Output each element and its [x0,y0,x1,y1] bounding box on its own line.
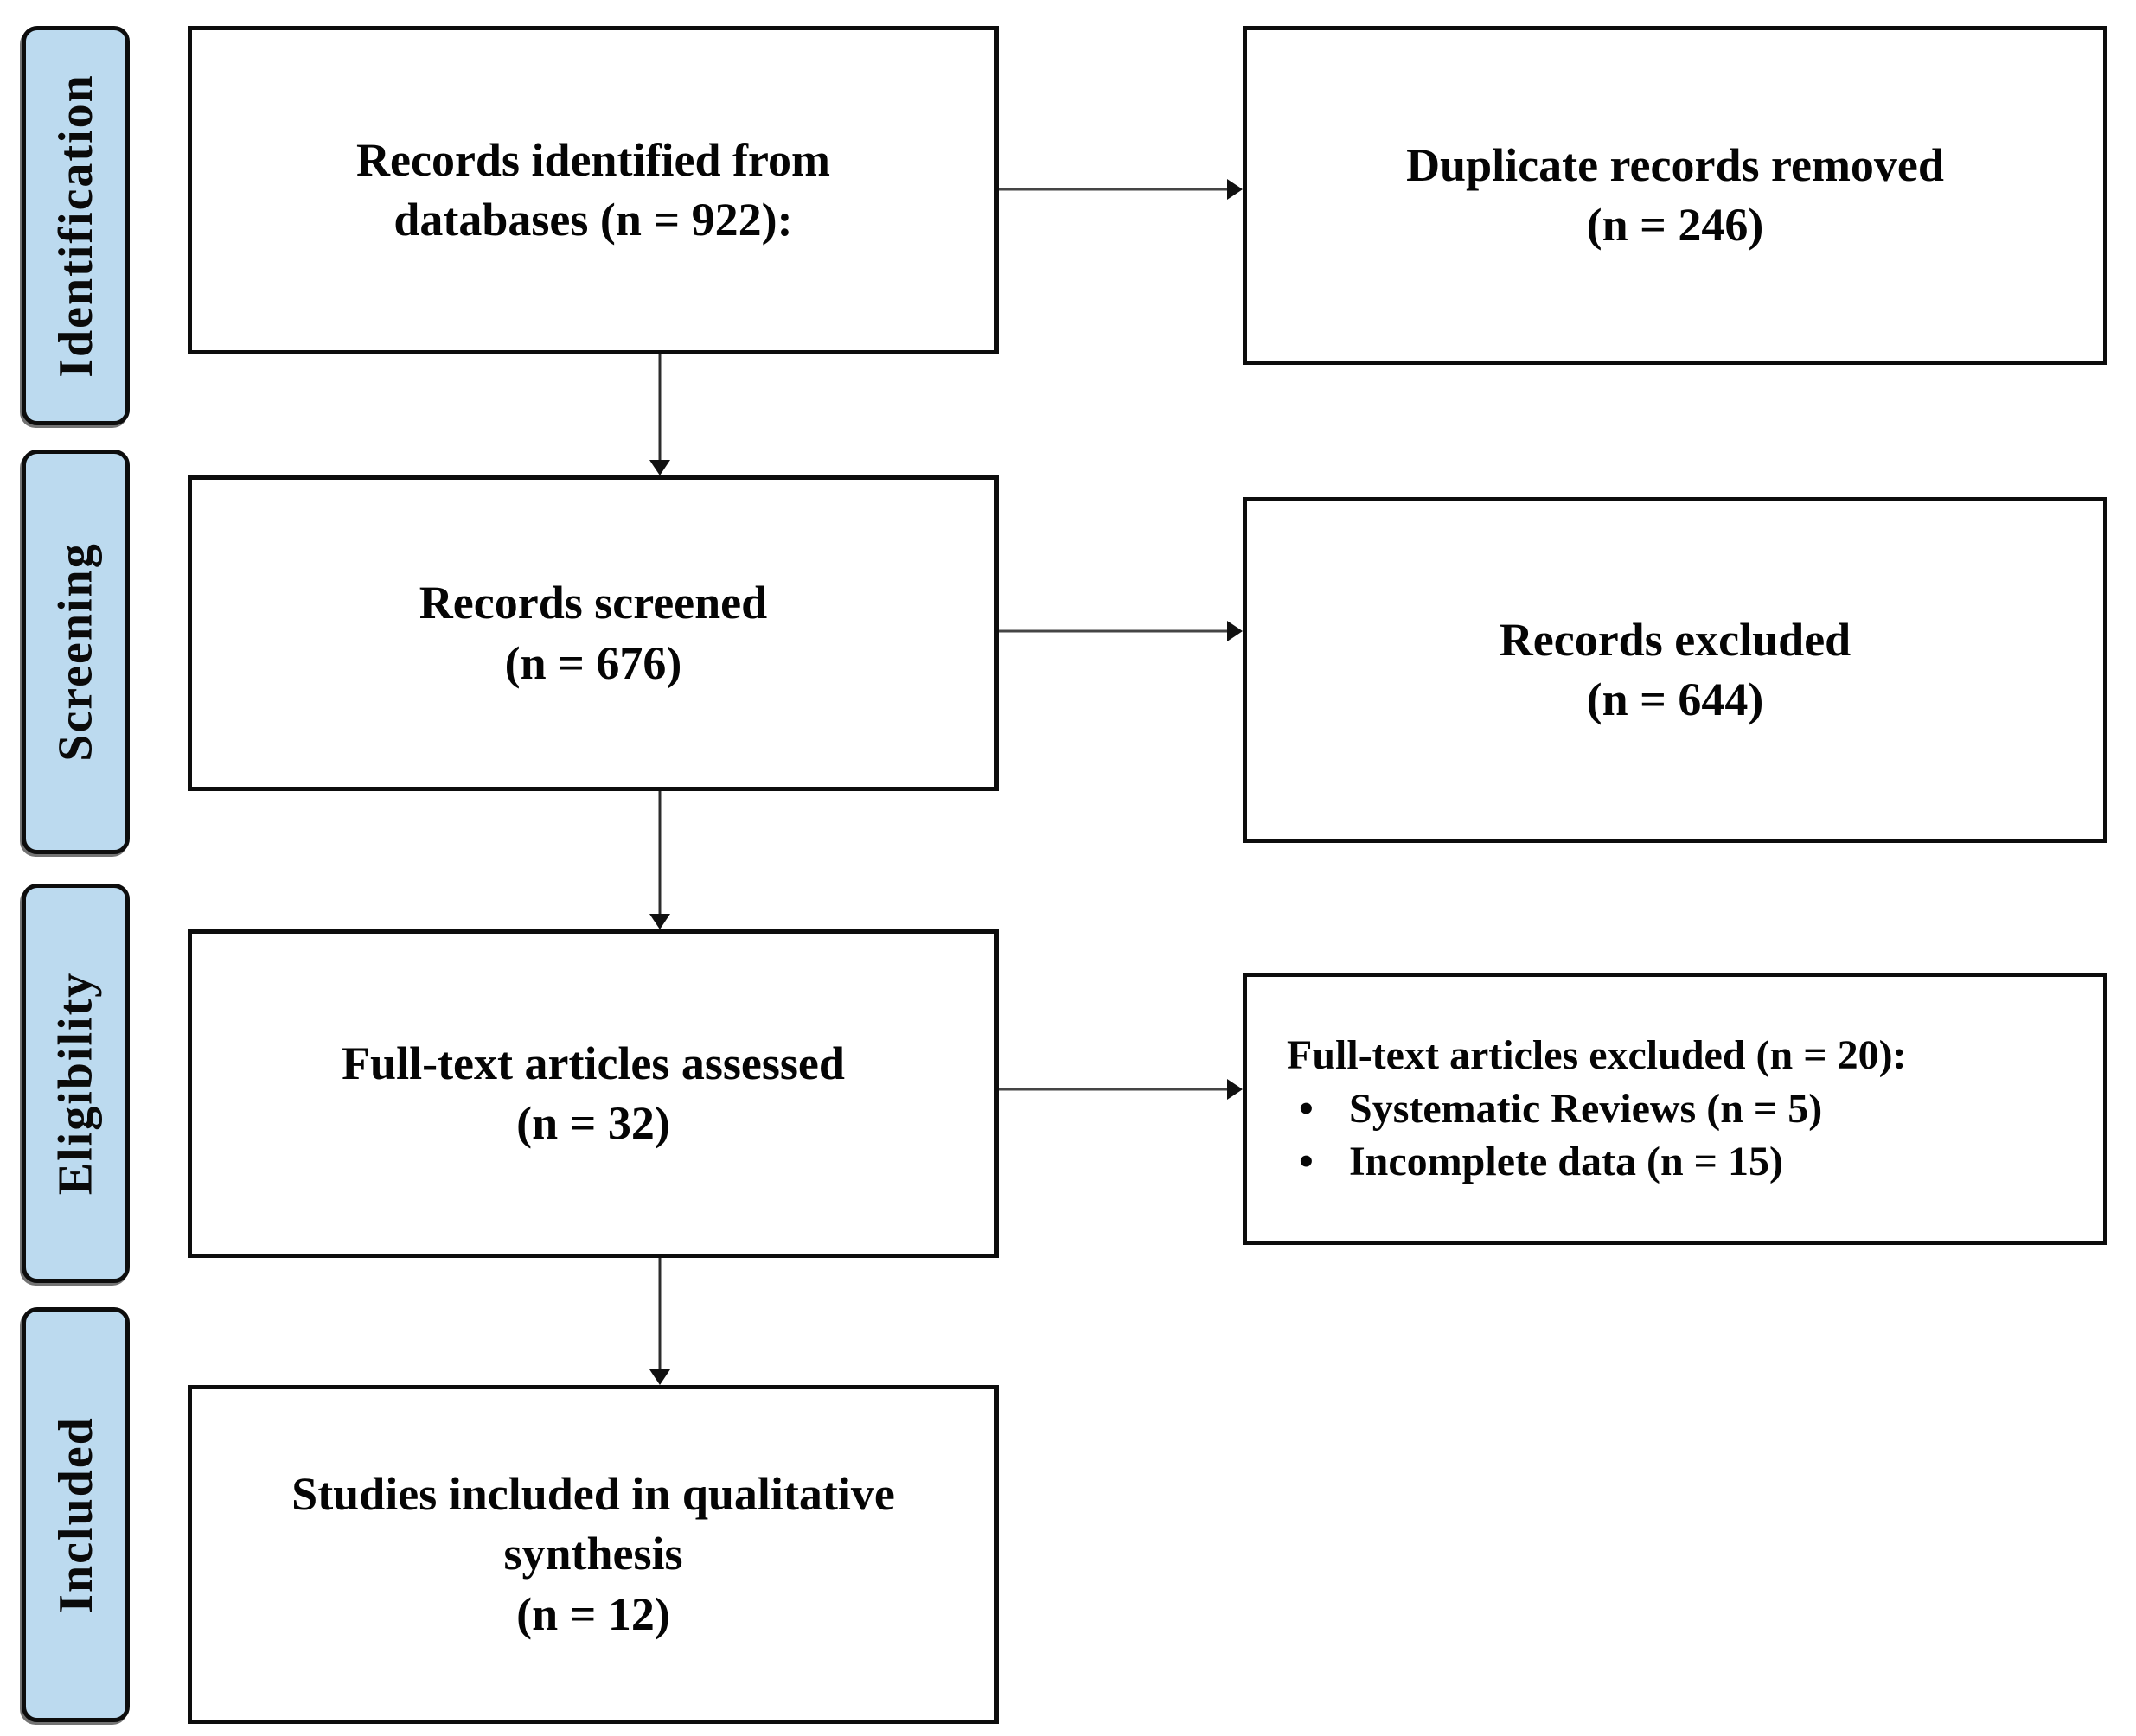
stage-eligibility-label: Eligibility [48,971,103,1196]
arrow-shaft [999,188,1232,191]
bullet-item: • Systematic Reviews (n = 5) [1287,1082,2086,1135]
stage-screening-label: Screening [48,542,103,762]
box-records-screened-text: Records screened (n = 676) [419,573,767,692]
arrowhead-right-icon [1227,179,1243,200]
arrow-shaft [658,1258,662,1375]
arrow-shaft [658,791,662,919]
fulltext-excluded-title: Full-text articles excluded (n = 20): [1287,1032,1907,1079]
box-records-excluded: Records excluded (n = 644) [1243,497,2107,843]
arrow-identified-to-duplicates [999,178,1243,201]
arrow-identified-to-screened [649,354,671,475]
bullet-icon: • [1299,1085,1314,1132]
arrow-screened-to-excluded [999,620,1243,642]
text-line: databases (n = 922): [393,194,793,246]
box-records-screened: Records screened (n = 676) [188,475,999,791]
box-records-excluded-text: Records excluded (n = 644) [1500,610,1851,730]
box-fulltext-excluded: Full-text articles excluded (n = 20): • … [1243,973,2107,1245]
arrow-shaft [999,629,1232,633]
arrow-shaft [658,354,662,465]
stage-eligibility: Eligibility [22,884,130,1283]
box-records-identified-text: Records identified from databases (n = 9… [356,131,830,250]
box-fulltext-assessed: Full-text articles assessed (n = 32) [188,929,999,1258]
box-duplicates-removed-text: Duplicate records removed (n = 246) [1406,136,1944,255]
arrowhead-right-icon [1227,1079,1243,1100]
stage-included: Included [22,1307,130,1722]
arrowhead-down-icon [649,914,670,929]
stage-identification-label: Identification [48,73,103,378]
bullet-icon: • [1299,1139,1314,1185]
text-line: (n = 32) [516,1097,670,1149]
text-line: (n = 644) [1586,673,1764,725]
box-studies-included: Studies included in qualitative synthesi… [188,1385,999,1724]
text-line: (n = 676) [504,636,682,689]
text-line: Records screened [419,577,768,629]
box-records-identified: Records identified from databases (n = 9… [188,26,999,354]
arrowhead-down-icon [649,1369,670,1385]
arrow-fulltext-to-fulltext-excluded [999,1078,1243,1101]
bullet-text: Systematic Reviews (n = 5) [1349,1085,1823,1132]
stage-identification: Identification [22,26,130,425]
text-line: Duplicate records removed [1406,138,1944,191]
arrowhead-down-icon [649,460,670,475]
bullet-text: Incomplete data (n = 15) [1349,1139,1783,1185]
text-line: Studies included in qualitative [291,1468,895,1521]
text-line: Records identified from [356,133,830,186]
box-fulltext-excluded-text: Full-text articles excluded (n = 20): • … [1287,1029,2086,1188]
text-line: (n = 246) [1586,199,1764,251]
box-fulltext-assessed-text: Full-text articles assessed (n = 32) [342,1034,845,1153]
box-duplicates-removed: Duplicate records removed (n = 246) [1243,26,2107,365]
stage-screening: Screening [22,450,130,854]
arrow-fulltext-to-included [649,1258,671,1385]
arrow-screened-to-fulltext [649,791,671,929]
arrow-shaft [999,1088,1232,1091]
arrowhead-right-icon [1227,621,1243,641]
text-line: (n = 12) [516,1587,670,1640]
stage-included-label: Included [48,1416,103,1613]
text-line: synthesis [503,1528,683,1580]
box-studies-included-text: Studies included in qualitative synthesi… [291,1465,895,1643]
bullet-item: • Incomplete data (n = 15) [1287,1135,2086,1188]
text-line: Full-text articles assessed [342,1037,845,1089]
text-line: Records excluded [1499,613,1851,666]
